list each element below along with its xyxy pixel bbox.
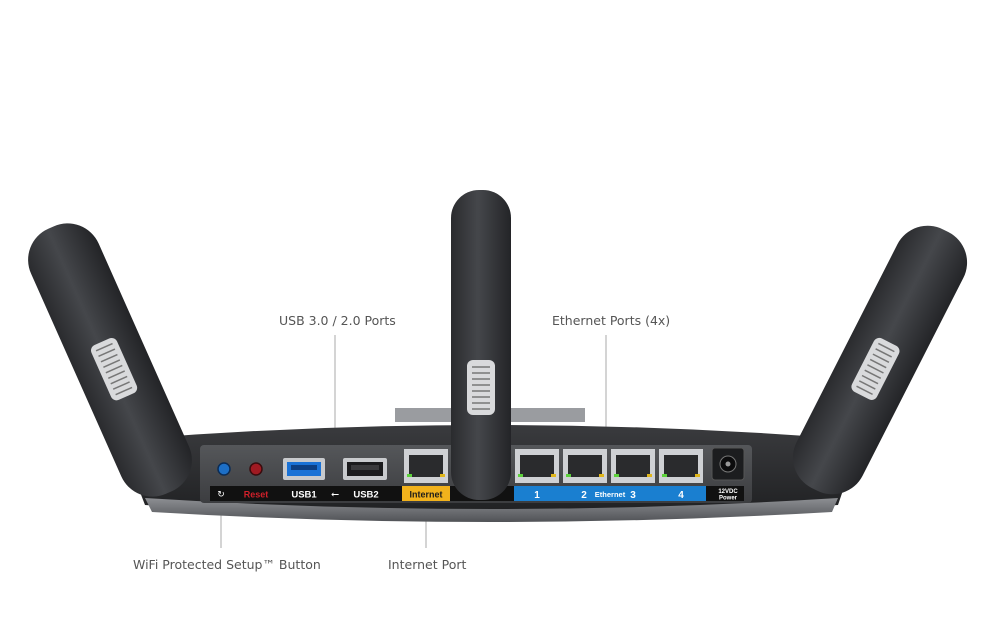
usb2-label: USB2 — [353, 490, 378, 501]
internet-label-bg — [402, 486, 450, 501]
usb-ports-callout: USB 3.0 / 2.0 Ports — [279, 313, 396, 328]
port-4-label: 4 — [678, 490, 684, 501]
wps-button-callout: WiFi Protected Setup™ Button — [133, 557, 321, 572]
usb-symbol-icon: ⭠ — [331, 489, 339, 500]
port-1-label: 1 — [534, 490, 540, 501]
power-label-line1: 12VDC — [718, 489, 738, 495]
ethernet-label: Ethernet — [595, 490, 626, 499]
power-jack[interactable] — [711, 447, 745, 481]
wps-button[interactable] — [217, 462, 231, 476]
ethernet-ports-callout: Ethernet Ports (4x) — [552, 313, 671, 328]
right-antenna — [792, 225, 968, 495]
internet-label: Internet — [409, 490, 442, 500]
usb2-port[interactable] — [343, 458, 387, 480]
center-antenna — [451, 190, 511, 500]
internet-port[interactable] — [404, 449, 448, 483]
internet-port-callout: Internet Port — [388, 557, 467, 572]
ethernet-label-bg — [514, 486, 706, 501]
usb1-label: USB1 — [291, 490, 317, 501]
ethernet-ports — [515, 449, 703, 483]
power-label-line2: Power — [719, 496, 738, 502]
port-3-label: 3 — [630, 490, 636, 501]
usb1-port[interactable] — [283, 458, 325, 480]
ethernet-port-3[interactable] — [611, 449, 655, 483]
ethernet-port-1[interactable] — [515, 449, 559, 483]
ethernet-port-2[interactable] — [563, 449, 607, 483]
left-antenna — [28, 223, 192, 497]
reset-button[interactable] — [249, 462, 263, 476]
reset-label: Reset — [244, 490, 269, 500]
port-2-label: 2 — [581, 490, 587, 501]
ethernet-port-4[interactable] — [659, 449, 703, 483]
wps-icon: ↻ — [217, 490, 225, 500]
